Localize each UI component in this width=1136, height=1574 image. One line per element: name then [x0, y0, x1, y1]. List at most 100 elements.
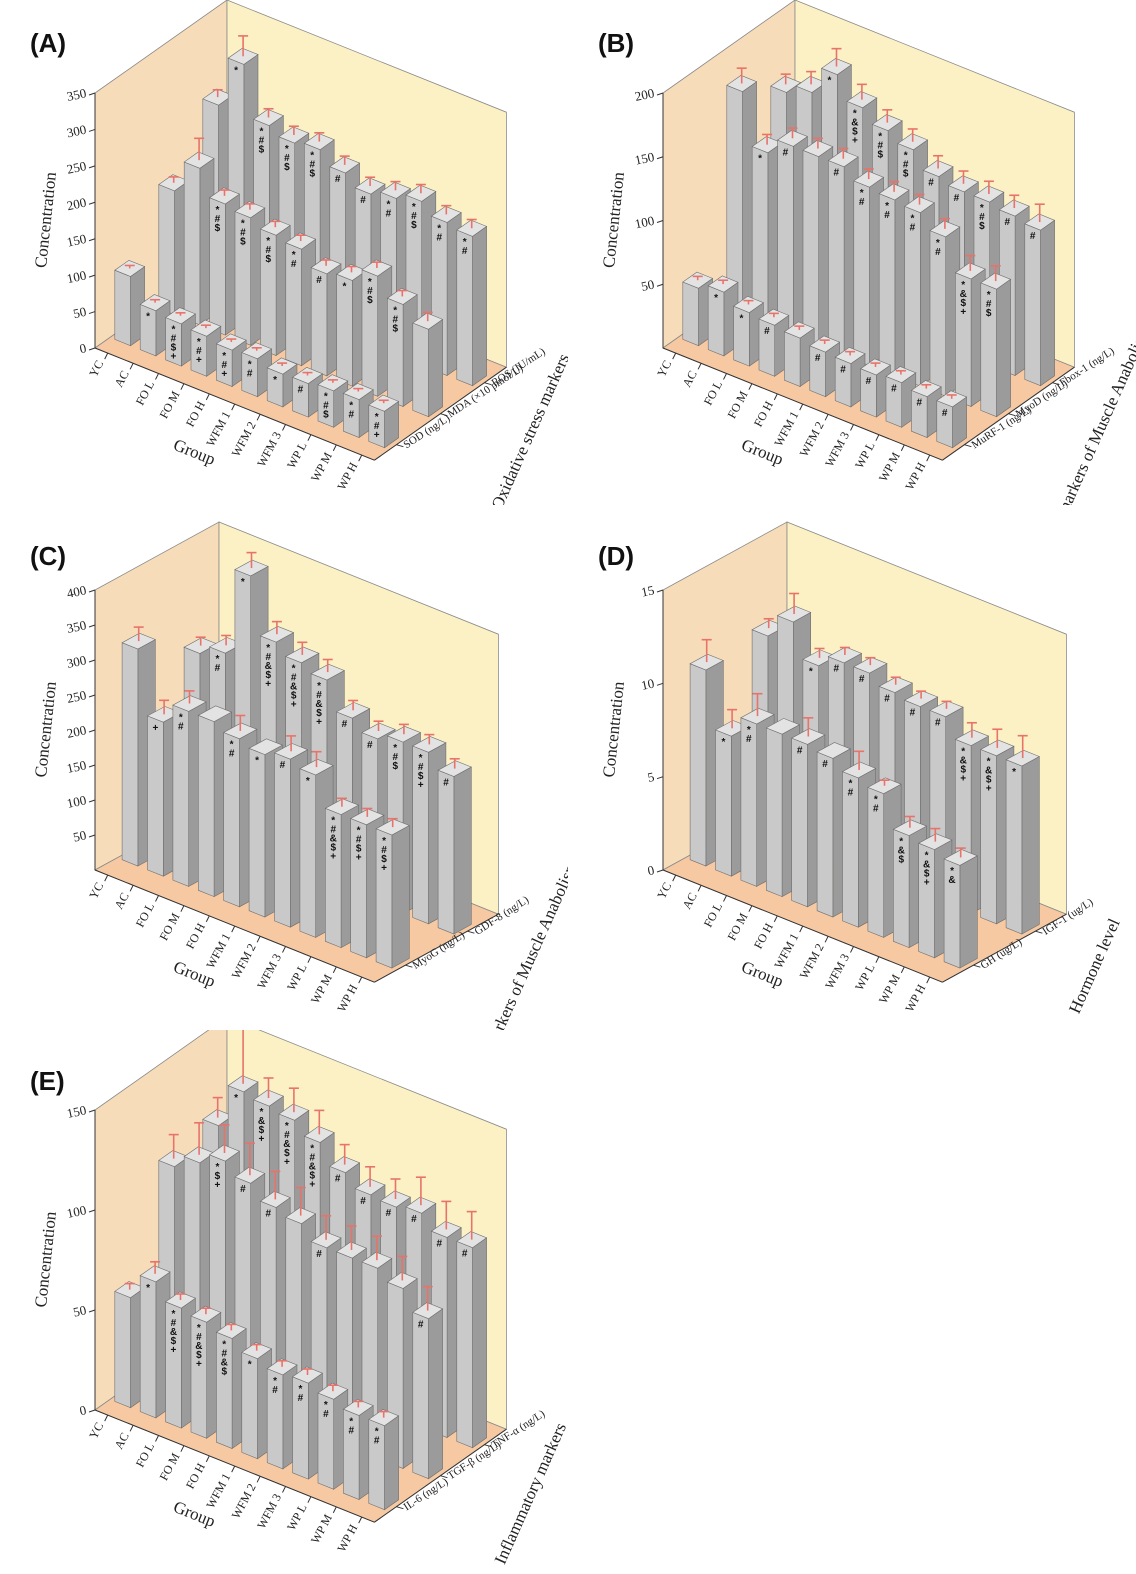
- bar-front: [777, 139, 794, 336]
- bar-top: [816, 742, 852, 759]
- significance-symbol: $: [240, 237, 246, 248]
- bar-front: [248, 747, 266, 918]
- significance-label: #: [783, 147, 789, 158]
- significance-symbol: +: [418, 780, 424, 791]
- bar-top: [164, 307, 197, 325]
- x-category-label: WP H: [902, 460, 928, 493]
- significance-symbol: #: [265, 652, 271, 663]
- significance-symbol: $: [852, 127, 858, 138]
- significance-symbol: #: [935, 247, 941, 258]
- significance-label: #: [815, 353, 821, 364]
- y-tick-label: 5: [646, 769, 655, 785]
- significance-symbol: *: [310, 151, 314, 162]
- significance-symbol: *: [230, 740, 234, 751]
- bar-front: [816, 751, 834, 918]
- significance-symbol: *: [324, 392, 328, 403]
- significance-symbol: +: [986, 784, 992, 795]
- significance-symbol: #: [877, 141, 883, 152]
- significance-label: *: [234, 65, 238, 76]
- significance-label: *#: [935, 238, 941, 258]
- significance-label: #: [316, 1249, 322, 1260]
- y-tick-label: 300: [65, 122, 87, 141]
- significance-label: *#: [178, 712, 184, 732]
- significance-symbol: *: [860, 188, 864, 199]
- significance-label: #: [910, 707, 916, 718]
- y-tick-label: 250: [65, 158, 87, 177]
- significance-symbol: #: [764, 326, 770, 337]
- significance-symbol: #: [418, 762, 424, 773]
- significance-symbol: *: [172, 325, 176, 336]
- bar: *#$+: [375, 817, 411, 969]
- bar: *#: [368, 1409, 400, 1511]
- significance-symbol: #: [822, 759, 828, 770]
- x-tick-mark: [282, 946, 286, 953]
- y-tick-mark: [88, 1209, 96, 1213]
- y-tick-label: 50: [72, 304, 88, 321]
- significance-symbol: #: [284, 1130, 290, 1141]
- y-axis-label: Concentration: [31, 171, 60, 269]
- significance-symbol: #: [411, 1214, 417, 1225]
- x-tick-mark: [180, 383, 185, 390]
- significance-label: #: [462, 1249, 468, 1260]
- significance-symbol: *: [215, 654, 219, 665]
- significance-symbol: &: [898, 845, 905, 856]
- significance-symbol: #: [284, 153, 290, 164]
- x-category-label: AC: [680, 368, 700, 389]
- bar-front: [412, 322, 429, 418]
- x-category-label: WP M: [876, 971, 903, 1005]
- y-tick-label: 200: [65, 195, 87, 214]
- significance-label: #: [822, 759, 828, 770]
- significance-symbol: $: [171, 343, 177, 354]
- bar-top: [227, 1075, 259, 1093]
- significance-symbol: *: [936, 238, 940, 249]
- significance-symbol: *: [292, 664, 296, 675]
- bar-top: [430, 1220, 462, 1238]
- significance-symbol: #: [265, 245, 271, 256]
- significance-symbol: #: [323, 401, 329, 412]
- significance-label: *&$+: [851, 109, 858, 147]
- significance-symbol: #: [367, 286, 373, 297]
- significance-symbol: #: [316, 1249, 322, 1260]
- significance-symbol: #: [462, 246, 468, 257]
- y-tick-mark: [88, 764, 96, 768]
- significance-symbol: #: [280, 760, 286, 771]
- significance-symbol: $: [330, 842, 336, 853]
- significance-label: *#: [323, 1400, 329, 1420]
- significance-label: *#$: [309, 151, 315, 180]
- significance-symbol: $: [898, 854, 904, 865]
- significance-symbol: #: [797, 745, 803, 756]
- significance-symbol: $: [215, 1171, 221, 1182]
- significance-label: *: [721, 737, 725, 748]
- bar-front: [274, 752, 291, 928]
- significance-symbol: #: [815, 353, 821, 364]
- x-category-label: WP L: [284, 440, 309, 471]
- significance-symbol: #: [979, 212, 985, 223]
- significance-label: #: [866, 376, 872, 387]
- significance-symbol: +: [171, 352, 177, 363]
- x-tick-mark: [282, 1486, 286, 1493]
- bar-front: [172, 704, 189, 887]
- z-axis-line: [374, 1428, 507, 1523]
- x-tick-mark: [332, 1506, 337, 1514]
- significance-label: *#$: [240, 219, 246, 248]
- x-category-label: WFM 1: [203, 1471, 233, 1511]
- bar-front: [158, 184, 175, 316]
- y-tick-mark: [88, 238, 96, 242]
- significance-symbol: &: [948, 875, 955, 886]
- x-category-label: WP H: [334, 460, 360, 493]
- significance-symbol: *: [146, 312, 150, 323]
- significance-symbol: #: [859, 197, 865, 208]
- significance-symbol: #: [360, 1196, 366, 1207]
- significance-label: *#: [291, 250, 297, 270]
- x-axis-line: [94, 1409, 375, 1523]
- significance-label: *#$: [877, 132, 883, 161]
- significance-symbol: $: [284, 1148, 290, 1159]
- significance-symbol: +: [215, 1180, 221, 1191]
- significance-symbol: *: [1012, 767, 1016, 778]
- x-category-label: YC: [86, 358, 106, 379]
- significance-symbol: *: [412, 202, 416, 213]
- bar-top: [361, 1251, 393, 1269]
- significance-symbol: #: [436, 1238, 442, 1249]
- bar-top: [303, 133, 335, 151]
